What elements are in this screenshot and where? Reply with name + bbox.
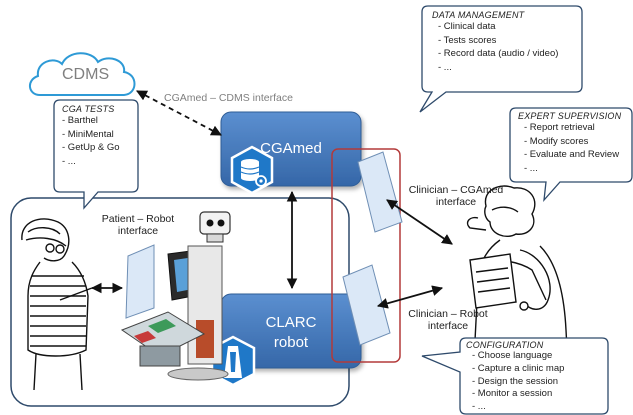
cga-tests-item: - MiniMental xyxy=(62,128,114,140)
clinician-cgamed-screen xyxy=(357,151,403,233)
database-icon xyxy=(230,145,274,195)
configuration-title: CONFIGURATION xyxy=(466,340,544,350)
data-management-item: - Clinical data xyxy=(438,21,496,32)
clarc-robot-label: CLARC robot xyxy=(221,313,361,353)
data-management-item: - ... xyxy=(438,61,452,73)
cga-tests-item: - Barthel xyxy=(62,115,98,126)
clarc-robot-label-line1: CLARC xyxy=(265,314,317,331)
expert-supervision-callout: EXPERT SUPERVISION - Report retrieval - … xyxy=(518,111,621,175)
clarc-robot-illustration xyxy=(120,211,231,381)
cdms-cloud xyxy=(29,52,136,96)
patient-robot-screen xyxy=(125,244,155,319)
configuration-item: - Capture a clinic map xyxy=(472,362,565,374)
configuration-callout-bubble xyxy=(421,337,609,415)
clinician-robot-interface-line2: interface xyxy=(427,320,469,332)
cdms-interface-label: CGAmed – CDMS interface xyxy=(164,92,293,104)
clinician-robot-arrow xyxy=(376,285,444,309)
cdms-label: CDMS xyxy=(62,66,110,83)
configuration-item: - Monitor a session xyxy=(472,388,553,400)
cga-tests-title: CGA TESTS xyxy=(62,104,115,114)
clarc-robot-label-line2: robot xyxy=(273,334,309,351)
clinician-illustration xyxy=(466,185,571,407)
patient-illustration xyxy=(21,218,93,391)
patient-robot-interface-label: Patient – Robot interface xyxy=(96,213,180,237)
cga-tests-item: - ... xyxy=(62,155,76,167)
cga-tests-callout-bubble xyxy=(53,99,139,210)
cgamed-label: CGAmed xyxy=(260,140,322,157)
expert-supervision-callout-bubble xyxy=(509,107,633,202)
patient-robot-interface-line1: Patient – Robot xyxy=(101,213,175,225)
expert-supervision-item: - Evaluate and Review xyxy=(524,149,620,160)
data-management-callout: DATA MANAGEMENT - Clinical data - Tests … xyxy=(432,10,558,74)
data-management-item: - Record data (audio / video) xyxy=(438,48,559,59)
expert-supervision-title: EXPERT SUPERVISION xyxy=(518,111,622,121)
configuration-item: - ... xyxy=(472,401,486,413)
clinician-cgamed-arrow xyxy=(386,199,453,245)
cga-tests-item: - GetUp & Go xyxy=(62,142,120,153)
cdms-interface-arrow xyxy=(136,90,222,136)
configuration-item: - Choose language xyxy=(472,350,553,361)
clinician-cgamed-interface-line1: Clinician – CGAmed xyxy=(408,184,504,196)
clinician-robot-screen xyxy=(342,264,391,346)
configuration-item: - Design the session xyxy=(472,375,559,387)
data-management-callout-bubble xyxy=(419,5,583,113)
clinician-cgamed-interface-line2: interface xyxy=(435,196,477,208)
expert-supervision-item: - Modify scores xyxy=(524,135,589,147)
cga-tests-callout: CGA TESTS - Barthel - MiniMental - GetUp… xyxy=(62,104,120,168)
clinician-interfaces-highlight xyxy=(331,148,401,363)
expert-supervision-item: - Report retrieval xyxy=(524,122,595,133)
clinician-robot-interface-label: Clinician – Robot interface xyxy=(398,308,498,332)
data-management-item: - Tests scores xyxy=(438,34,497,46)
configuration-callout: CONFIGURATION - Choose language - Captur… xyxy=(466,340,564,414)
data-management-title: DATA MANAGEMENT xyxy=(432,10,525,20)
expert-supervision-item: - ... xyxy=(524,162,538,174)
clinician-cgamed-interface-label: Clinician – CGAmed interface xyxy=(404,184,508,208)
clinician-robot-interface-line1: Clinician – Robot xyxy=(408,308,488,320)
patient-robot-interface-line2: interface xyxy=(117,225,159,237)
